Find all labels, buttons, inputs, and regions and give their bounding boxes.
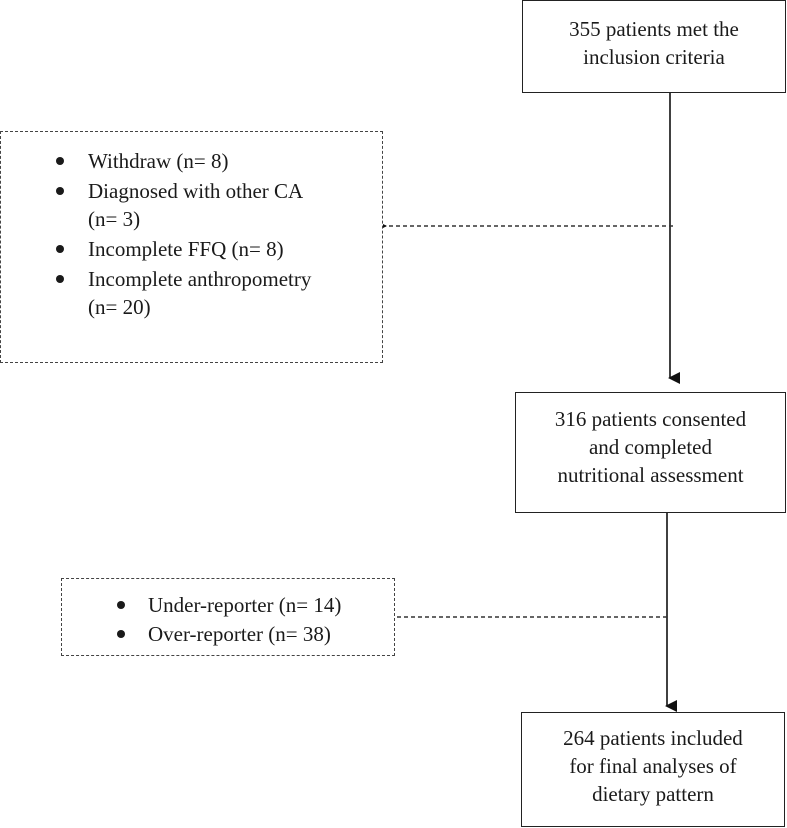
consented-line-1: 316 patients consented	[554, 407, 747, 431]
final-analysis-box: 264 patients included for final analyses…	[521, 712, 785, 827]
exclusion-item-text-cont: (n= 3)	[88, 207, 141, 231]
final-line-3: dietary pattern	[592, 782, 714, 806]
exclusion-item-under-reporter: Under-reporter (n= 14)	[117, 591, 342, 619]
bullet-icon	[56, 275, 64, 283]
inclusion-criteria-text: 355 patients met the inclusion criteria	[523, 15, 785, 71]
bullet-icon	[56, 157, 64, 165]
consented-line-2: and completed	[588, 435, 713, 459]
exclusion-box-2: Under-reporter (n= 14) Over-reporter (n=…	[61, 578, 395, 656]
consented-text: 316 patients consented and completed nut…	[516, 405, 785, 489]
exclusion-item-text: Incomplete FFQ (n= 8)	[88, 237, 284, 261]
exclusion-list-2: Under-reporter (n= 14) Over-reporter (n=…	[117, 591, 342, 648]
inclusion-line-1: 355 patients met the	[569, 17, 739, 41]
final-analysis-text: 264 patients included for final analyses…	[522, 724, 784, 808]
exclusion-item-text: Withdraw (n= 8)	[88, 149, 229, 173]
consented-line-3: nutritional assessment	[557, 463, 744, 487]
exclusion-list-1: Withdraw (n= 8) Diagnosed with other CA …	[56, 147, 312, 321]
final-line-1: 264 patients included	[563, 726, 743, 750]
bullet-icon	[56, 187, 64, 195]
exclusion-item-anthropometry: Incomplete anthropometry (n= 20)	[56, 265, 312, 321]
bullet-icon	[56, 245, 64, 253]
inclusion-criteria-box: 355 patients met the inclusion criteria	[522, 0, 786, 93]
final-line-2: for final analyses of	[569, 754, 737, 778]
exclusion-item-text: Under-reporter (n= 14)	[148, 593, 342, 617]
exclusion-item-text-cont: (n= 20)	[88, 295, 151, 319]
exclusion-item-text: Diagnosed with other CA	[88, 179, 304, 203]
bullet-icon	[117, 601, 125, 609]
bullet-icon	[117, 630, 125, 638]
consented-box: 316 patients consented and completed nut…	[515, 392, 786, 513]
exclusion-box-1: Withdraw (n= 8) Diagnosed with other CA …	[0, 131, 383, 363]
exclusion-item-ffq: Incomplete FFQ (n= 8)	[56, 235, 311, 263]
exclusion-item-text: Over-reporter (n= 38)	[148, 622, 331, 646]
exclusion-item-other-ca: Diagnosed with other CA (n= 3)	[56, 177, 311, 233]
exclusion-item-text: Incomplete anthropometry	[88, 267, 312, 291]
exclusion-item-over-reporter: Over-reporter (n= 38)	[117, 620, 341, 648]
exclusion-item-withdraw: Withdraw (n= 8)	[56, 147, 311, 175]
inclusion-line-2: inclusion criteria	[583, 45, 725, 69]
